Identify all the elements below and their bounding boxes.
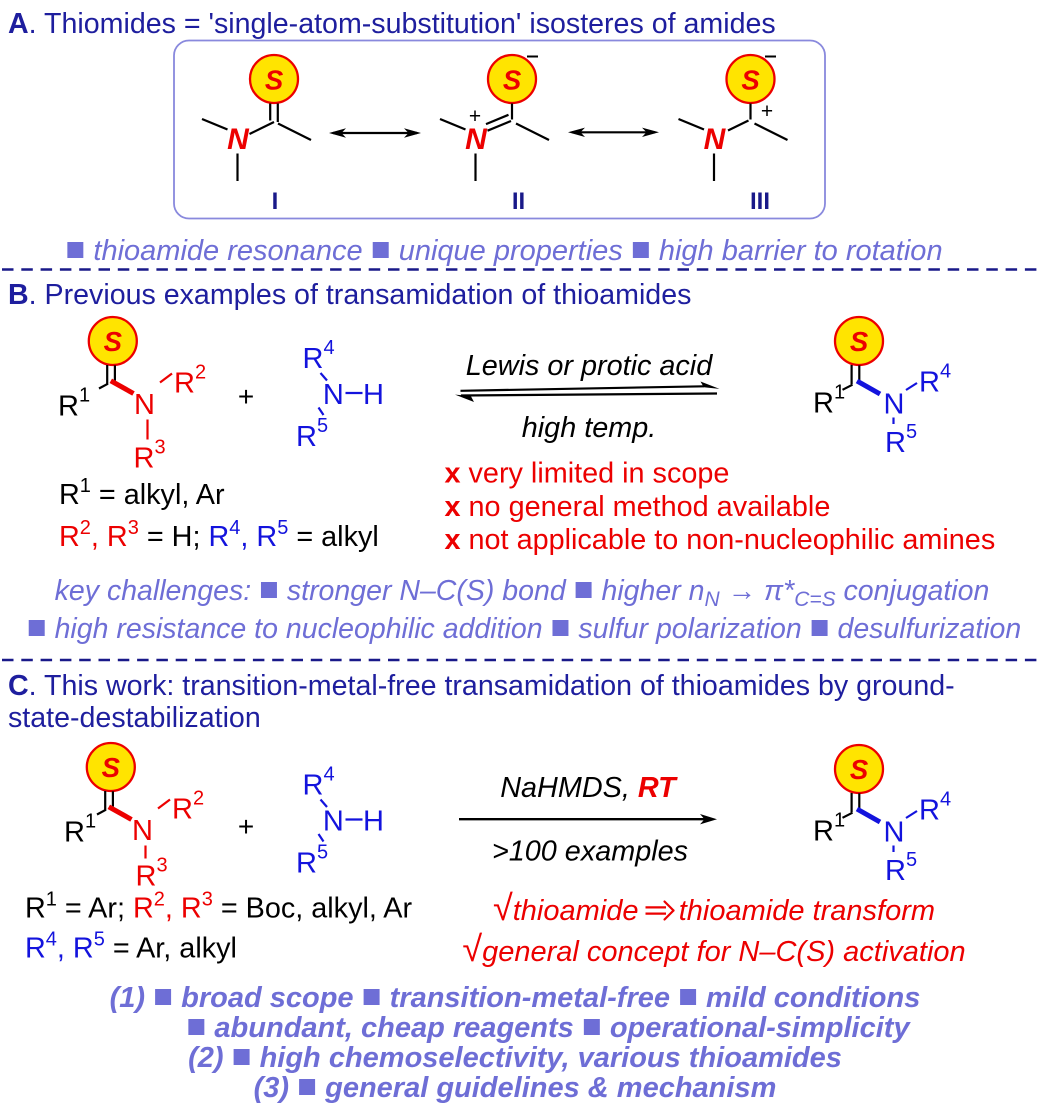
svg-text:N: N (884, 817, 905, 849)
svg-text:B. Previous examples of transa: B. Previous examples of transamidation o… (8, 279, 691, 311)
svg-text:R4, R5 = Ar, alkyl: R4, R5 = Ar, alkyl (25, 929, 237, 965)
svg-text:NaHMDS, RT: NaHMDS, RT (500, 772, 678, 804)
svg-text:(3) ■ general guidelines & mec: (3) ■ general guidelines & mechanism (254, 1067, 777, 1104)
svg-text:II: II (512, 188, 525, 215)
svg-text:R5: R5 (296, 415, 328, 453)
svg-text:N: N (323, 379, 344, 411)
svg-text:R3: R3 (134, 437, 166, 475)
svg-text:N: N (884, 389, 905, 421)
svg-text:S: S (503, 65, 522, 96)
svg-text:R5: R5 (885, 849, 917, 887)
svg-text:R1: R1 (64, 811, 96, 849)
svg-text:■ thioamide resonance ■ unique: ■ thioamide resonance ■ unique propertie… (65, 230, 942, 267)
svg-text:R4: R4 (303, 337, 335, 375)
svg-text:III: III (750, 188, 770, 215)
svg-text:+: + (469, 105, 481, 128)
svg-text:R1: R1 (58, 385, 90, 423)
svg-text:+: + (238, 381, 254, 412)
svg-text:S: S (741, 65, 760, 96)
svg-text:R2: R2 (172, 788, 204, 826)
svg-text:N: N (227, 123, 250, 156)
svg-text:C. This work: transition-metal: C. This work: transition-metal-free tran… (8, 670, 955, 702)
svg-text:R1 = Ar; R2, R3 = Boc, alkyl,: R1 = Ar; R2, R3 = Boc, alkyl, Ar (25, 889, 412, 925)
svg-text:(2) ■ high chemoselectivity, v: (2) ■ high chemoselectivity, various thi… (188, 1037, 842, 1074)
svg-text:■ abundant, cheap reagents ■ o: ■ abundant, cheap reagents ■ operational… (186, 1007, 911, 1044)
svg-text:H: H (363, 379, 384, 411)
svg-text:x no general method available: x no general method available (445, 491, 831, 523)
svg-text:R2, R3 = H; R4, R5 = alkyl: R2, R3 = H; R4, R5 = alkyl (59, 517, 379, 553)
svg-text:R4: R4 (303, 764, 335, 802)
svg-text:high temp.: high temp. (522, 412, 656, 444)
svg-text:S: S (850, 326, 869, 357)
svg-text:S: S (850, 754, 869, 785)
svg-text:A. Thiomides = 'single-atom-su: A. Thiomides = 'single-atom-substitution… (8, 8, 776, 40)
svg-text:+: + (238, 811, 254, 842)
svg-text:R4: R4 (919, 361, 951, 399)
svg-text:>100 examples: >100 examples (492, 836, 688, 868)
svg-text:Lewis or protic acid: Lewis or protic acid (466, 350, 713, 382)
svg-text:R5: R5 (296, 842, 328, 880)
svg-text:R2: R2 (174, 362, 206, 400)
svg-text:S: S (102, 752, 121, 783)
svg-text:√thioamide thioamide trans: √thioamide thioamide transform (493, 887, 935, 928)
svg-text:√general concept for N–C(S) ac: √general concept for N–C(S) activation (462, 928, 965, 969)
svg-text:R3: R3 (136, 855, 168, 893)
svg-text:R1 = alkyl, Ar: R1 = alkyl, Ar (59, 475, 225, 511)
svg-text:S: S (104, 326, 123, 357)
svg-text:x not applicable to non-nucleo: x not applicable to non-nucleophilic ami… (445, 524, 996, 556)
svg-text:N: N (465, 123, 488, 156)
svg-text:state-destabilization: state-destabilization (8, 702, 261, 734)
svg-text:N: N (323, 806, 344, 838)
svg-text:N: N (134, 389, 155, 421)
svg-text:R4: R4 (919, 789, 951, 827)
svg-text:N: N (132, 815, 153, 847)
svg-text:x very limited in scope: x very limited in scope (445, 458, 730, 490)
svg-text:N: N (704, 123, 727, 156)
svg-text:key challenges: ■ stronger N–C: key challenges: ■ stronger N–C(S) bond ■… (55, 570, 990, 611)
svg-text:■ high resistance to nucleophi: ■ high resistance to nucleophilic additi… (27, 608, 1022, 645)
svg-text:I: I (272, 188, 279, 215)
svg-text:R1: R1 (813, 810, 845, 848)
svg-text:S: S (265, 65, 284, 96)
svg-text:R1: R1 (813, 382, 845, 420)
svg-text:H: H (363, 806, 384, 838)
svg-text:+: + (761, 100, 773, 123)
svg-text:(1) ■ broad scope ■ transition: (1) ■ broad scope ■ transition-metal-fre… (110, 977, 921, 1014)
svg-text:R5: R5 (885, 421, 917, 459)
